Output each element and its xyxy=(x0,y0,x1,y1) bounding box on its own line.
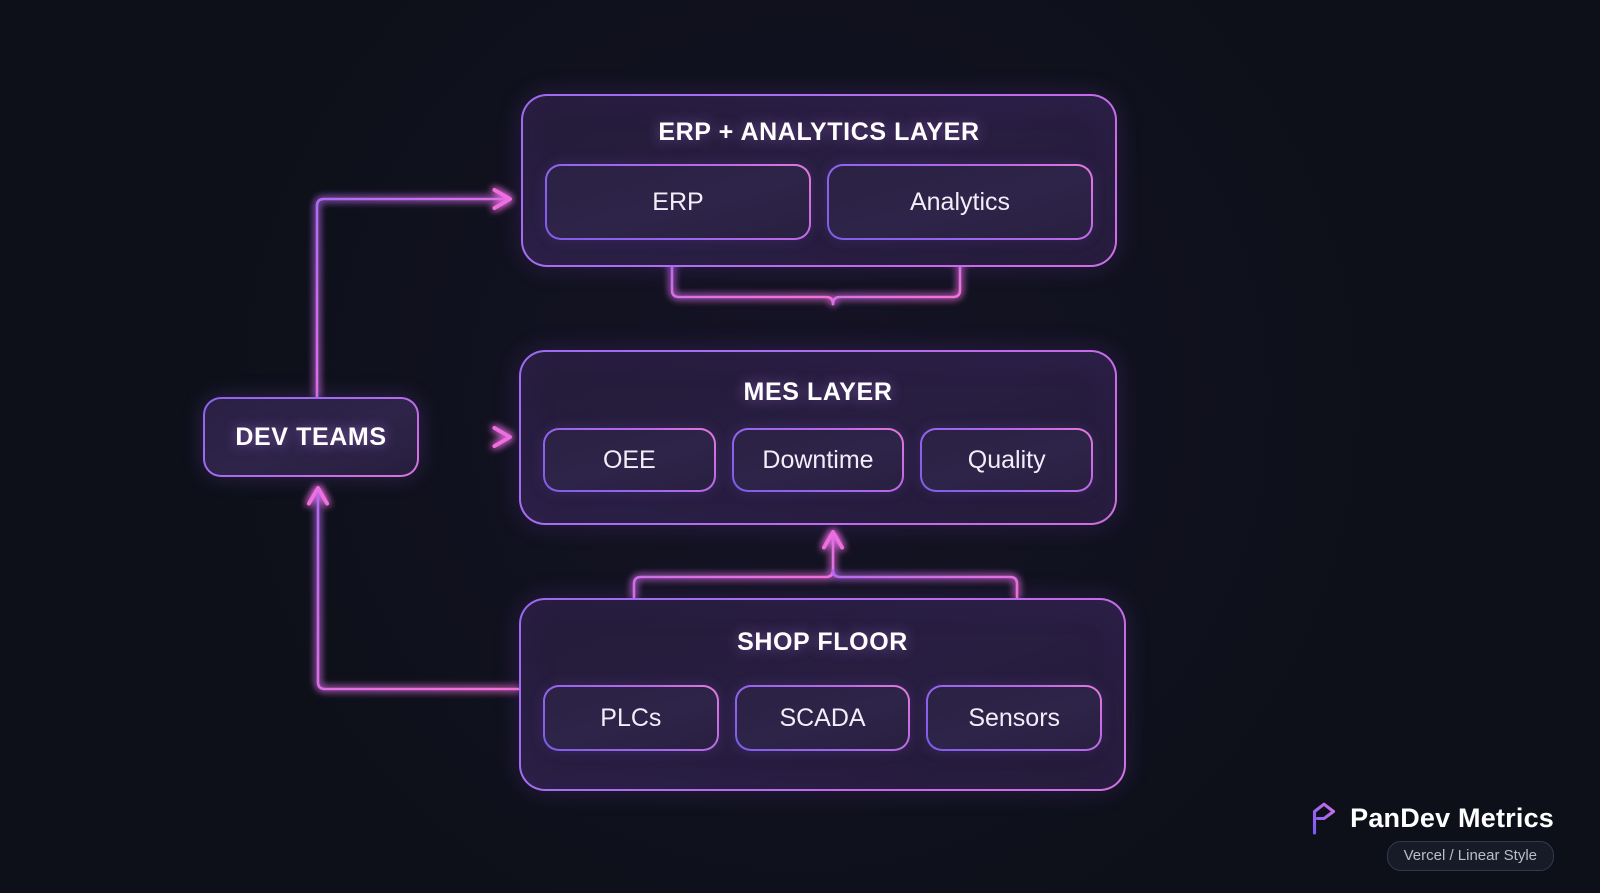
chip-quality[interactable]: Quality xyxy=(920,428,1093,492)
chip-analytics[interactable]: Analytics xyxy=(827,164,1093,240)
chip-label-oee: OEE xyxy=(602,445,656,474)
pandev-p-logo-icon xyxy=(1308,801,1338,835)
layer-mes[interactable]: MES LAYER OEE Downtime Quality xyxy=(519,350,1117,525)
layer-erp-analytics[interactable]: ERP + ANALYTICS LAYER ERP Analytics xyxy=(521,94,1117,267)
node-dev-teams[interactable]: DEV TEAMS xyxy=(203,397,419,477)
chip-sensors[interactable]: Sensors xyxy=(926,685,1102,751)
chip-label-erp: ERP xyxy=(652,187,704,216)
chip-label-plcs: PLCs xyxy=(600,703,662,732)
chip-oee[interactable]: OEE xyxy=(543,428,716,492)
node-label-dev-teams: DEV TEAMS xyxy=(235,422,387,451)
brand-lockup: PanDev Metrics xyxy=(1308,801,1554,835)
edge-shop-leg-left xyxy=(632,530,845,600)
chip-label-analytics: Analytics xyxy=(909,187,1011,216)
layer-title-erp: ERP + ANALYTICS LAYER xyxy=(658,118,980,146)
style-badge: Vercel / Linear Style xyxy=(1386,841,1554,871)
edge-shop-to-dev xyxy=(306,486,521,691)
edge-shop-leg-right xyxy=(831,568,1019,600)
layer-title-mes: MES LAYER xyxy=(743,378,893,406)
layer-shop-floor[interactable]: SHOP FLOOR PLCs SCADA Sensors xyxy=(519,598,1126,791)
chip-label-quality: Quality xyxy=(967,445,1046,474)
chip-label-downtime: Downtime xyxy=(762,445,874,474)
chip-plcs[interactable]: PLCs xyxy=(543,685,719,751)
brand-name: PanDev Metrics xyxy=(1350,802,1554,833)
chip-scada[interactable]: SCADA xyxy=(735,685,911,751)
chip-label-sensors: Sensors xyxy=(968,703,1061,732)
chip-erp[interactable]: ERP xyxy=(545,164,811,240)
chip-downtime[interactable]: Downtime xyxy=(732,428,905,492)
edge-dev-to-erp xyxy=(315,187,512,399)
layer-title-shop-floor: SHOP FLOOR xyxy=(737,628,908,656)
chip-label-scada: SCADA xyxy=(779,703,866,732)
